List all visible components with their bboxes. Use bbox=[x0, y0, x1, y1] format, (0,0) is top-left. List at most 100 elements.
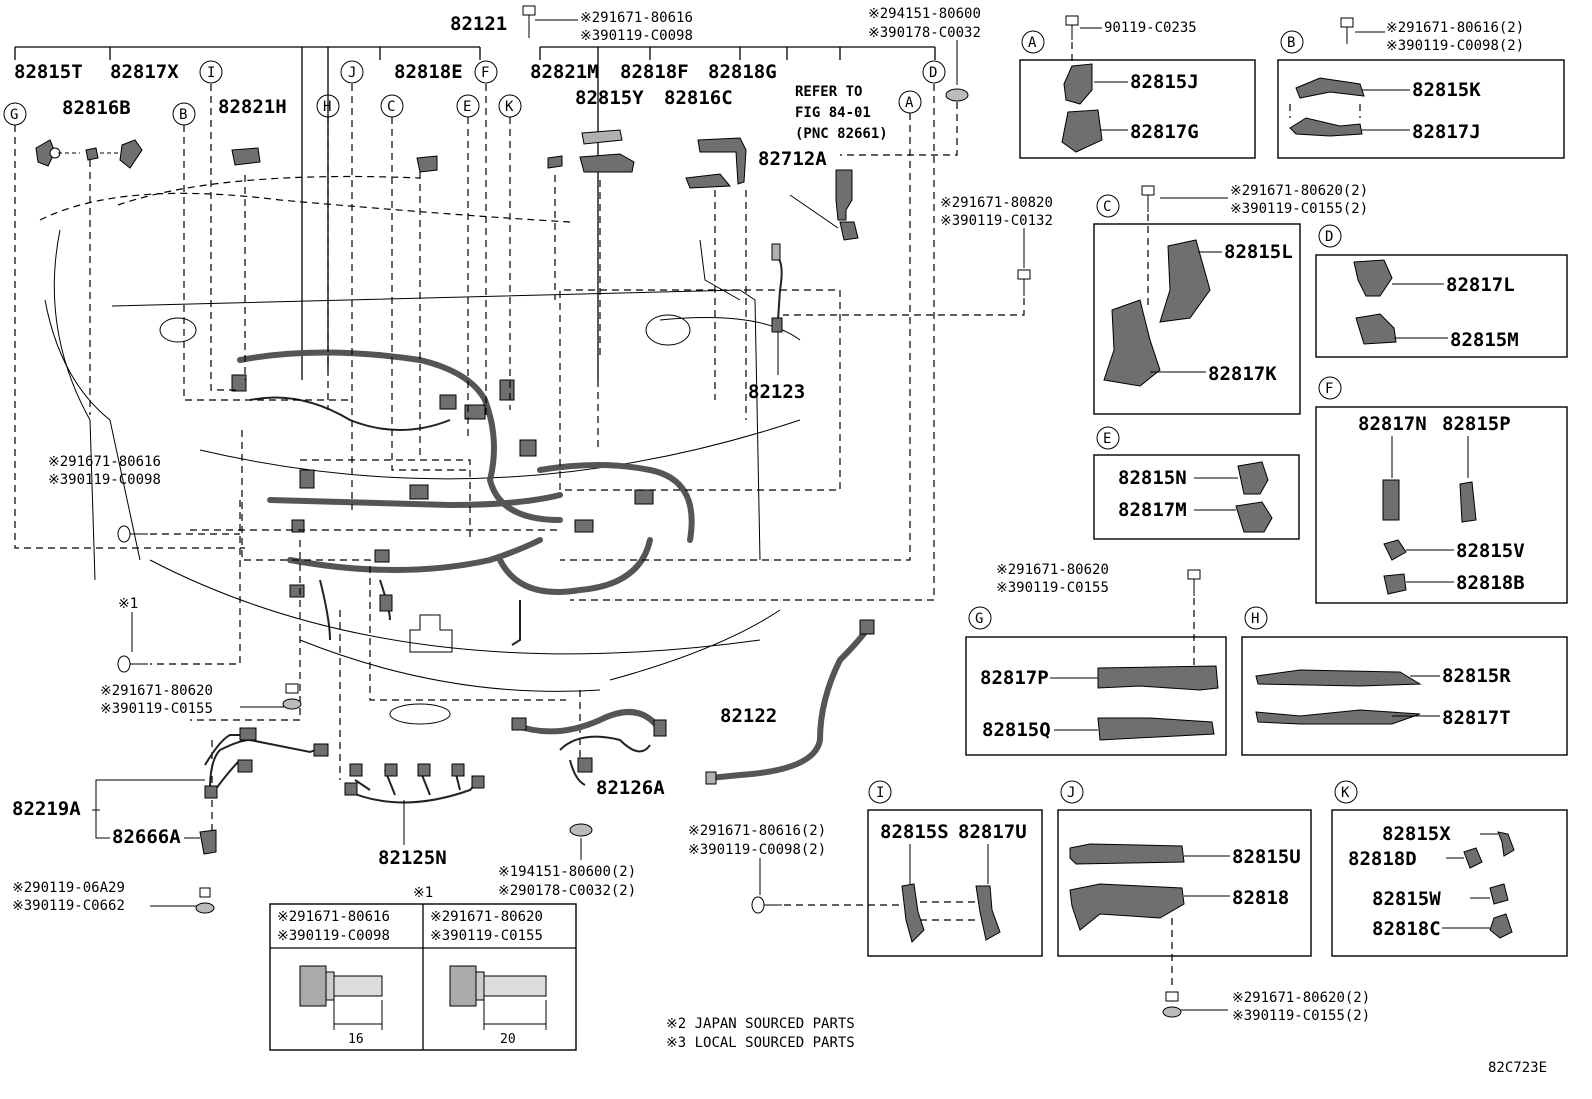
part-82123-cable bbox=[771, 243, 783, 333]
circle-letter-H: H bbox=[316, 94, 340, 118]
inset-B-bolt-a: ※291671-80616(2) bbox=[1386, 20, 1524, 36]
bolt-20-icon bbox=[449, 965, 547, 1007]
inset-B: B ※291671-80616(2) ※390119-C0098(2) 8281… bbox=[1277, 17, 1565, 159]
circle-letter-C: C bbox=[380, 94, 404, 118]
bolt-icon bbox=[1017, 269, 1031, 296]
circle-letter-K: K bbox=[498, 94, 522, 118]
circle-letter-I: I bbox=[199, 60, 223, 84]
bolt-icon bbox=[117, 655, 148, 673]
part-82126A-harness bbox=[511, 709, 667, 786]
svg-text:E: E bbox=[1103, 431, 1111, 447]
label-82818F: 82818F bbox=[620, 61, 689, 83]
note-left2-b: ※390119-C0155 bbox=[100, 701, 213, 717]
label-82821H: 82821H bbox=[218, 96, 287, 118]
label-82818G: 82818G bbox=[708, 61, 777, 83]
refer-line-2: FIG 84-01 bbox=[795, 105, 871, 121]
circle-letter-E: E bbox=[456, 94, 480, 118]
note-j-b: ※390119-C0155(2) bbox=[1232, 1008, 1370, 1024]
inset-E-p2: 82817M bbox=[1118, 499, 1187, 521]
bolt-16-icon bbox=[299, 965, 383, 1007]
label-82219A: 82219A bbox=[12, 798, 81, 820]
svg-text:I: I bbox=[207, 65, 215, 81]
bolt-icon bbox=[195, 887, 215, 914]
nut-icon bbox=[945, 88, 969, 102]
note-g-a: ※291671-80620 bbox=[996, 562, 1109, 578]
inset-C-p2: 82817K bbox=[1208, 363, 1277, 385]
inset-A-bolt: 90119-C0235 bbox=[1104, 20, 1197, 36]
circle-letter-J: J bbox=[340, 60, 364, 84]
inset-K-p4: 82818C bbox=[1372, 918, 1441, 940]
note-j-a: ※291671-80620(2) bbox=[1232, 990, 1370, 1006]
inset-K-p1: 82815X bbox=[1382, 823, 1451, 845]
bolt-icon bbox=[751, 896, 782, 914]
inset-K-p3: 82815W bbox=[1372, 888, 1441, 910]
bolt-table-c2b: ※390119-C0155 bbox=[430, 928, 543, 944]
inset-K: K 82815X 82818D 82815W 82818C bbox=[1331, 780, 1568, 957]
svg-text:H: H bbox=[323, 99, 331, 115]
circle-letter-A: A bbox=[898, 90, 922, 114]
bolt-icon bbox=[117, 525, 148, 543]
inset-F-p3: 82815V bbox=[1456, 540, 1525, 562]
bolt-icon bbox=[522, 5, 536, 38]
top-leader-lines bbox=[14, 47, 936, 380]
svg-text:B: B bbox=[179, 107, 187, 123]
circle-letter-B: B bbox=[172, 102, 196, 126]
bolt-table-dim2: 20 bbox=[500, 1032, 516, 1047]
nut-icon bbox=[569, 823, 593, 837]
label-82815T: 82815T bbox=[14, 61, 83, 83]
note-bot2-b: ※290178-C0032(2) bbox=[498, 883, 636, 899]
footnote-local: ※3 LOCAL SOURCED PARTS bbox=[666, 1035, 855, 1051]
inset-D: D 82817L 82815M bbox=[1315, 224, 1568, 358]
svg-text:H: H bbox=[1251, 611, 1259, 627]
label-82123: 82123 bbox=[748, 381, 805, 403]
note-D-b: ※390178-C0032 bbox=[868, 25, 981, 41]
inset-F-p1: 82817N bbox=[1358, 413, 1427, 435]
bolt-table-dim1: 16 bbox=[348, 1032, 364, 1047]
vehicle-body-outline bbox=[39, 175, 801, 725]
inset-C-bolt-b: ※390119-C0155(2) bbox=[1230, 201, 1368, 217]
svg-text:F: F bbox=[481, 65, 489, 81]
part-82712A-icon bbox=[835, 169, 859, 241]
label-82817X: 82817X bbox=[110, 61, 179, 83]
part-82122-cable bbox=[705, 619, 875, 785]
note-bot1-b: ※390119-C0662 bbox=[12, 898, 125, 914]
svg-text:I: I bbox=[876, 785, 884, 801]
part-82125N-harness bbox=[344, 763, 485, 804]
inset-H-p2: 82817T bbox=[1442, 707, 1511, 729]
inset-H: H 82815R 82817T bbox=[1241, 606, 1568, 756]
note-left1-a: ※291671-80616 bbox=[48, 454, 161, 470]
bolt-icon bbox=[1187, 569, 1201, 596]
inset-J-p2: 82818 bbox=[1232, 887, 1289, 909]
note-right1-a: ※291671-80820 bbox=[940, 195, 1053, 211]
inset-D-p1: 82817L bbox=[1446, 274, 1515, 296]
svg-text:A: A bbox=[905, 95, 914, 111]
label-82821M: 82821M bbox=[530, 61, 599, 83]
note-left2-a: ※291671-80620 bbox=[100, 683, 213, 699]
circle-letter-G: G bbox=[3, 102, 27, 126]
inset-A-p2: 82817G bbox=[1130, 121, 1199, 143]
refer-line-3: (PNC 82661) bbox=[795, 126, 888, 142]
part-82666A-icon bbox=[199, 829, 217, 855]
svg-text:D: D bbox=[929, 65, 937, 81]
inset-A: A 90119-C0235 82815J 82817G bbox=[1019, 15, 1256, 159]
svg-text:J: J bbox=[348, 65, 356, 81]
svg-text:K: K bbox=[505, 99, 514, 115]
svg-text:D: D bbox=[1325, 229, 1333, 245]
svg-text:K: K bbox=[1341, 785, 1350, 801]
inset-G: G 82817P 82815Q bbox=[965, 606, 1227, 756]
inset-F-p4: 82818B bbox=[1456, 572, 1525, 594]
note-g-b: ※390119-C0155 bbox=[996, 580, 1109, 596]
inset-J: J 82815U 82818 bbox=[1057, 780, 1312, 957]
bolt-table: ※1 ※291671-80616 ※390119-C0098 ※291671-8… bbox=[269, 885, 577, 1051]
note-bot1-a: ※290119-06A29 bbox=[12, 880, 125, 896]
label-82122: 82122 bbox=[720, 705, 777, 727]
note-right1-b: ※390119-C0132 bbox=[940, 213, 1053, 229]
inset-K-p2: 82818D bbox=[1348, 848, 1417, 870]
bolt-table-title: ※1 bbox=[413, 885, 433, 901]
svg-text:J: J bbox=[1067, 785, 1075, 801]
inset-F: F 82817N 82815P 82815V 82818B bbox=[1315, 376, 1568, 604]
inset-F-p2: 82815P bbox=[1442, 413, 1511, 435]
note-star1: ※1 bbox=[118, 596, 138, 612]
label-82121: 82121 bbox=[450, 13, 507, 35]
